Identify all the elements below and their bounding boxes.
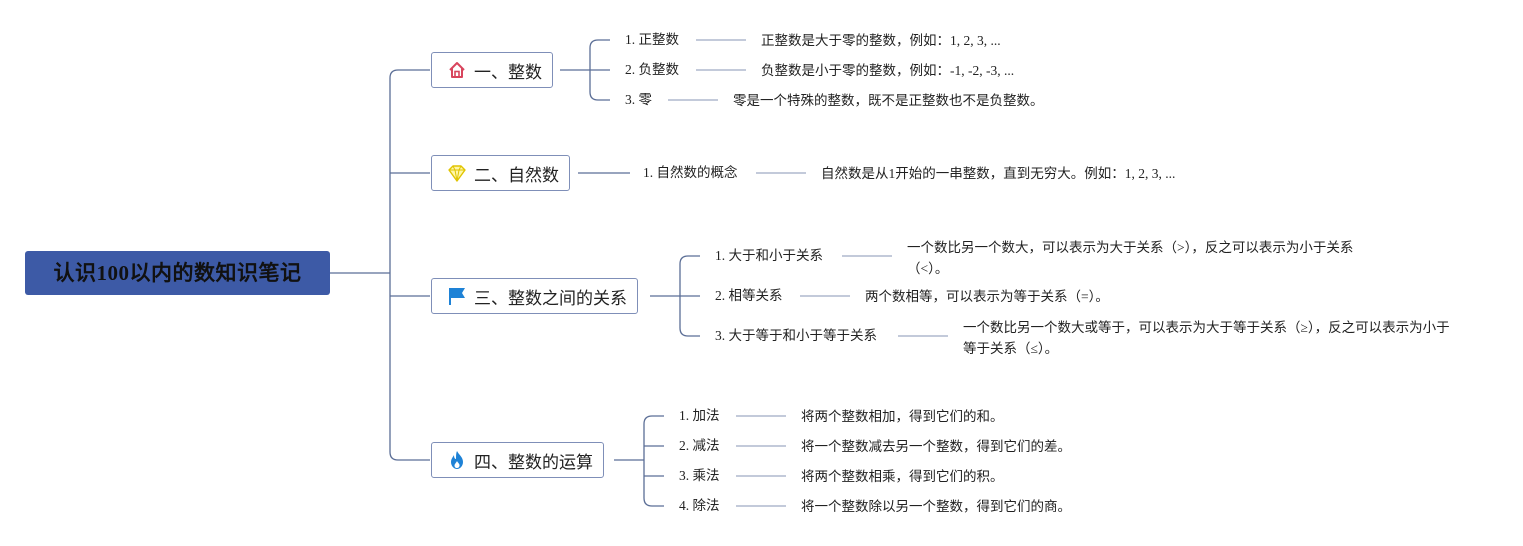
subtopic-negative-integers[interactable]: 2. 负整数 <box>625 62 679 77</box>
desc-greater-less: 一个数比另一个数大，可以表示为大于关系（>），反之可以表示为小于关系（<）。 <box>907 240 1354 276</box>
subtopic-natural-number-concept[interactable]: 1. 自然数的概念 <box>643 165 738 180</box>
flag-icon <box>446 285 468 307</box>
desc-zero: 零是一个特殊的整数，既不是正整数也不是负整数。 <box>733 93 1044 108</box>
subtopic-subtraction[interactable]: 2. 减法 <box>679 438 720 453</box>
desc-addition: 将两个整数相加，得到它们的和。 <box>801 409 1004 424</box>
topic-integer-operations[interactable]: 四、整数的运算 <box>431 442 604 478</box>
subtopic-greater-less[interactable]: 1. 大于和小于关系 <box>715 248 823 263</box>
topic-label: 三、整数之间的关系 <box>474 288 627 308</box>
fire-icon <box>446 449 468 471</box>
topic-integer-relations[interactable]: 三、整数之间的关系 <box>431 278 638 314</box>
desc-natural-number-concept: 自然数是从1开始的一串整数，直到无穷大。例如：1, 2, 3, ... <box>821 166 1176 181</box>
subtopic-positive-integers[interactable]: 1. 正整数 <box>625 32 679 47</box>
topic-natural-numbers[interactable]: 二、自然数 <box>431 155 570 191</box>
subtopic-multiplication[interactable]: 3. 乘法 <box>679 468 720 483</box>
desc-equal: 两个数相等，可以表示为等于关系（=）。 <box>865 289 1109 304</box>
topic-label: 四、整数的运算 <box>474 452 593 472</box>
subtopic-addition[interactable]: 1. 加法 <box>679 408 720 423</box>
desc-multiplication: 将两个整数相乘，得到它们的积。 <box>801 469 1004 484</box>
desc-division: 将一个整数除以另一个整数，得到它们的商。 <box>801 499 1071 514</box>
diamond-icon <box>446 162 468 184</box>
topic-integers[interactable]: 一、整数 <box>431 52 553 88</box>
subtopic-zero[interactable]: 3. 零 <box>625 92 652 107</box>
desc-negative-integers: 负整数是小于零的整数，例如：-1, -2, -3, ... <box>761 63 1015 78</box>
subtopic-division[interactable]: 4. 除法 <box>679 498 720 513</box>
topic-label: 二、自然数 <box>474 165 559 185</box>
topic-label: 一、整数 <box>474 62 542 82</box>
subtopic-equal[interactable]: 2. 相等关系 <box>715 288 783 303</box>
root-topic[interactable]: 认识100以内的数知识笔记 <box>25 251 330 295</box>
desc-greater-equal-less-equal: 一个数比另一个数大或等于，可以表示为大于等于关系（≥），反之可以表示为小于等于关… <box>963 320 1450 356</box>
desc-subtraction: 将一个整数减去另一个整数，得到它们的差。 <box>801 439 1071 454</box>
house-icon <box>446 59 468 81</box>
desc-positive-integers: 正整数是大于零的整数，例如：1, 2, 3, ... <box>761 33 1001 48</box>
subtopic-greater-equal-less-equal[interactable]: 3. 大于等于和小于等于关系 <box>715 328 877 343</box>
